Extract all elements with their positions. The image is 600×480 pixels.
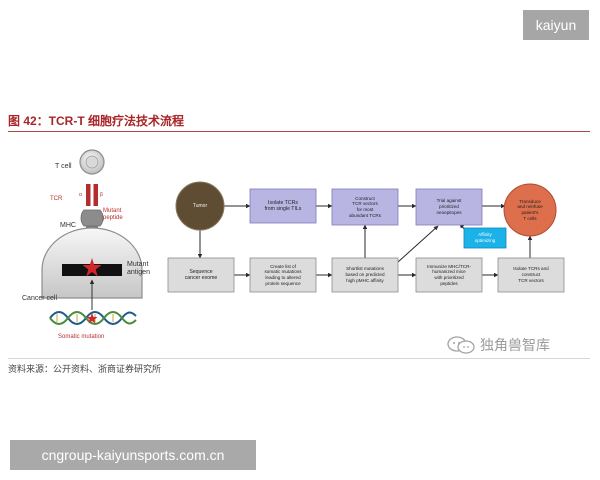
cancer-cell-label: Cancer cell: [22, 295, 57, 302]
tcr-label: TCR: [50, 196, 63, 202]
tumor-label: Tumor: [192, 202, 208, 209]
watermark-text: 独角兽智库: [480, 337, 550, 353]
dna-mutation-star-icon: [86, 313, 98, 324]
title-divider: [8, 131, 590, 132]
mutation-star-icon: [82, 258, 102, 277]
figure-source: 资料来源：公开资料、浙商证券研究所: [8, 364, 162, 374]
affinity-box: [463, 227, 507, 249]
isolate-tcrs-box: [249, 188, 317, 224]
t-cell-label: T cell: [55, 163, 72, 170]
sequence-box: [167, 257, 235, 293]
tumor-text-holder: Tumor: [192, 202, 208, 209]
create-list-box: [249, 257, 317, 293]
somatic-mutation-label: Somatic mutation: [58, 334, 104, 340]
chat-bubble-icon: [447, 336, 475, 354]
t-cell-icon: [79, 149, 105, 175]
immunize-box: [415, 257, 483, 293]
beta-chain-label: β: [100, 192, 103, 198]
site-badge-bottom: cngroup-kaiyunsports.com.cn: [10, 440, 256, 470]
mhc-label: MHC: [60, 222, 76, 229]
shortlist-box: [331, 257, 399, 293]
figure-title: 图 42：TCR-T 细胞疗法技术流程: [8, 114, 185, 128]
trial-box: [415, 188, 483, 226]
tumor-node: [175, 181, 225, 231]
arrow-shortlist-to-trial: [397, 225, 439, 263]
alpha-chain-label: α: [79, 192, 82, 198]
flow-arrows: [197, 203, 533, 278]
tcr-receptor-icon: [86, 184, 98, 206]
source-divider: [8, 358, 590, 359]
watermark: 独角兽智库: [446, 335, 550, 355]
transduce-node: [503, 183, 557, 237]
site-badge-top: kaiyun: [523, 10, 589, 40]
isolate-construct-box: [497, 257, 565, 293]
construct-box: [331, 188, 399, 226]
